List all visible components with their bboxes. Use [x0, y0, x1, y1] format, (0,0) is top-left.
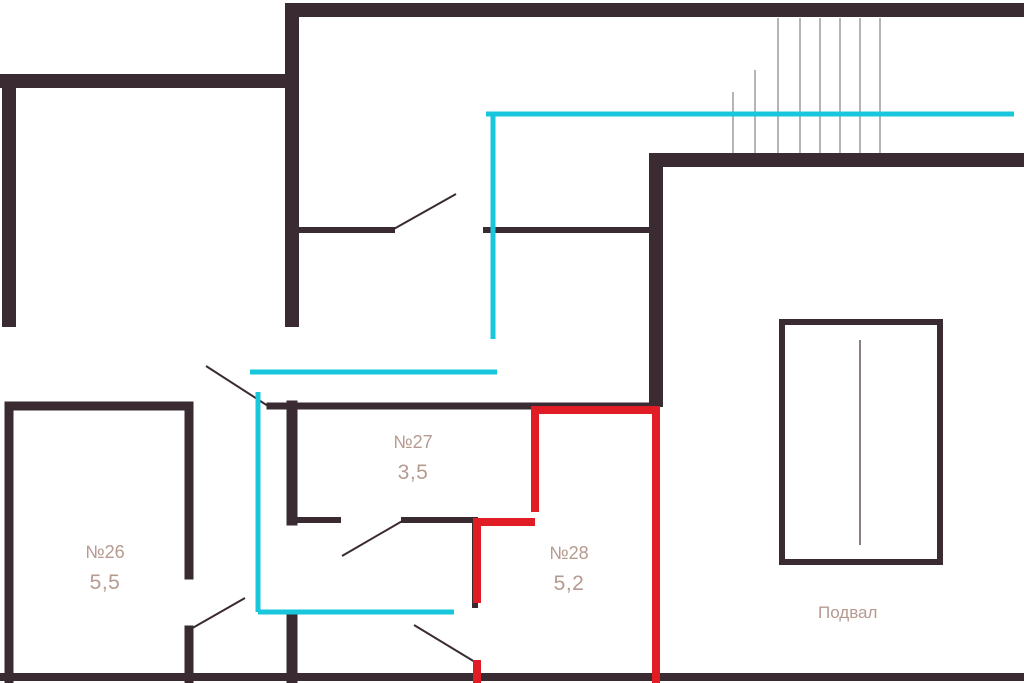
room-26-area: 5,5 — [89, 571, 121, 594]
room-28-number: №28 — [549, 543, 589, 563]
basement-label: Подвал — [818, 603, 878, 622]
staircase — [732, 18, 881, 153]
highlighted-room-outline — [473, 406, 660, 683]
room-26-label: №26 5,5 — [60, 542, 150, 595]
walls — [0, 3, 1024, 683]
room-27-number: №27 — [393, 432, 433, 452]
room-28-label: №28 5,2 — [524, 543, 614, 596]
room-27-label: №27 3,5 — [368, 432, 458, 485]
room-28-area: 5,2 — [553, 572, 585, 595]
route-lines — [250, 111, 1014, 615]
room-27-area: 3,5 — [397, 461, 429, 484]
room-26-number: №26 — [85, 542, 125, 562]
door-swings — [188, 193, 476, 663]
